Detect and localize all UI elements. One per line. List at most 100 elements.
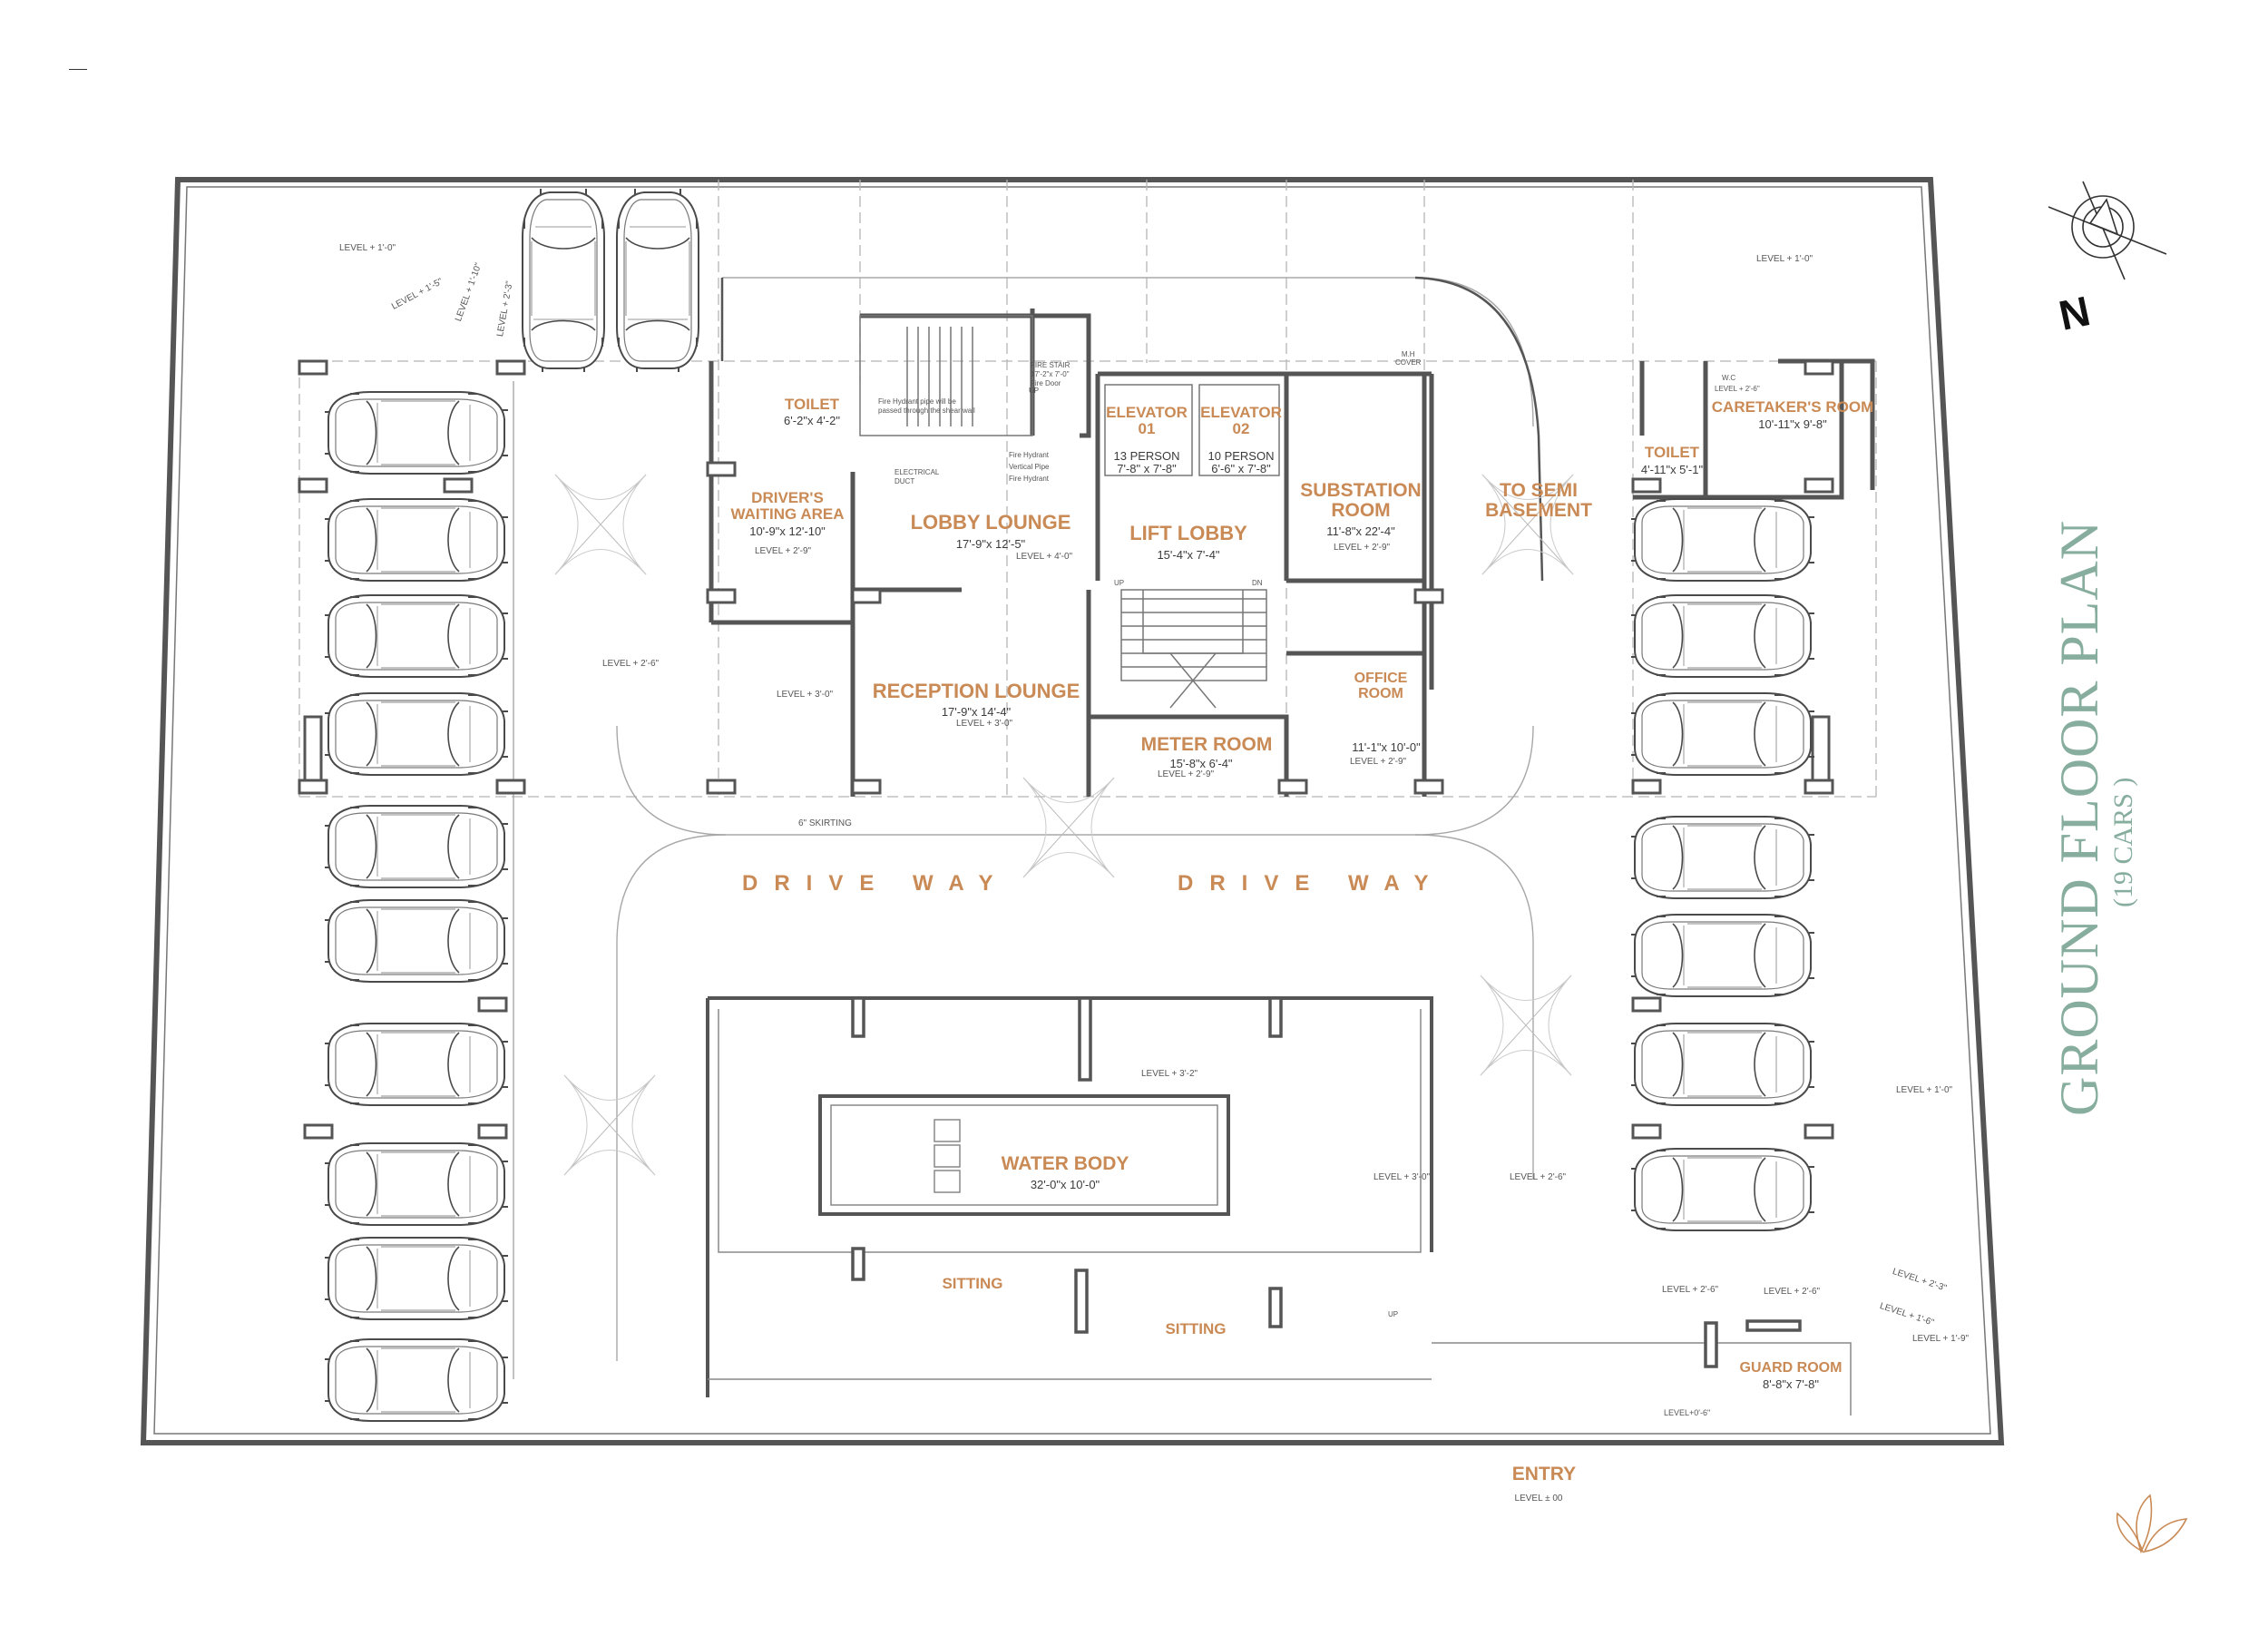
car-left-9 <box>324 1237 509 1320</box>
level-bottom-right-1: LEVEL + 2'-6" <box>1662 1285 1719 1295</box>
room-lift-lobby-dim: 15'-4"x 7'-4" <box>1157 548 1220 562</box>
room-toilet-1-dim: 6'-2"x 4'-2" <box>784 414 840 427</box>
car-left-10 <box>324 1338 509 1422</box>
room-substation: SUBSTATION ROOM <box>1300 480 1422 522</box>
room-reception-level: LEVEL + 3'-0" <box>956 719 1013 729</box>
car-right-4 <box>1630 816 1815 899</box>
car-right-7 <box>1630 1148 1815 1231</box>
car-top-1 <box>522 188 605 373</box>
car-right-1 <box>1630 498 1815 582</box>
room-elevator-02: ELEVATOR 02 <box>1200 404 1282 437</box>
note-fire-door: Fire Door <box>1031 379 1061 387</box>
car-left-5 <box>324 805 509 888</box>
room-office: OFFICE ROOM <box>1354 671 1408 701</box>
note-mh-cover: M.H COVER <box>1395 350 1422 367</box>
note-dn: DN <box>1252 579 1263 587</box>
garden-inner <box>708 1009 1852 1416</box>
room-guard-dim: 8'-8"x 7'-8" <box>1763 1377 1819 1391</box>
entry-level: LEVEL ± 00 <box>1514 1494 1563 1504</box>
car-left-6 <box>324 899 509 983</box>
level-far-right: LEVEL + 1'-0" <box>1896 1085 1953 1095</box>
room-drivers-dim: 10'-9"x 12'-10" <box>749 524 826 538</box>
note-fire-stair-dim: 17'-2"x 7'-0" <box>1031 370 1070 378</box>
stair-core <box>859 315 1280 709</box>
room-meter: METER ROOM <box>1140 734 1273 755</box>
car-left-2 <box>324 498 509 582</box>
boundary-walls-inner <box>153 186 1991 1435</box>
room-caretaker-dim: 10'-11"x 9'-8" <box>1758 417 1827 431</box>
note-up-1: UP <box>1029 387 1040 395</box>
note-up-3: UP <box>1388 1310 1399 1318</box>
car-top-2 <box>616 188 699 373</box>
room-caretaker-level: LEVEL + 2'-6" <box>1715 385 1760 393</box>
room-caretaker: CARETAKER'S ROOM <box>1711 398 1874 416</box>
sitting-area-1: SITTING <box>942 1275 1003 1292</box>
room-lift-lobby: LIFT LOBBY <box>1129 522 1247 544</box>
car-right-6 <box>1630 1023 1815 1106</box>
sitting-area-2: SITTING <box>1165 1320 1227 1337</box>
note-vertical-pipe: Fire Hydrant Vertical Pipe Fire Hydrant <box>1009 451 1050 483</box>
garden-pillars <box>851 996 1802 1368</box>
level-left-court: LEVEL + 3'-0" <box>777 690 834 700</box>
level-right-mid: LEVEL + 2'-6" <box>1510 1172 1567 1182</box>
entry-label: ENTRY <box>1511 1464 1577 1484</box>
room-lobby-level: LEVEL + 4'-0" <box>1016 552 1073 562</box>
note-fire-stair: FIRE STAIR <box>1031 361 1070 369</box>
corner-mark <box>69 69 87 70</box>
room-substation-dim: 11'-8"x 22'-4" <box>1326 524 1395 538</box>
room-toilet-2: TOILET <box>1644 444 1700 461</box>
leaf-logo-icon <box>2116 1494 2188 1554</box>
plan-title: GROUND FLOOR PLAN <box>2049 519 2109 1116</box>
room-guard: GUARD ROOM <box>1739 1360 1843 1376</box>
garden-block <box>706 996 1433 1397</box>
level-guard: LEVEL+0'-6" <box>1664 1408 1711 1417</box>
car-left-8 <box>324 1142 509 1226</box>
compass-icon <box>2048 181 2167 280</box>
level-garden-top: LEVEL + 3'-2" <box>1141 1069 1198 1079</box>
level-bottom-right-2: LEVEL + 2'-6" <box>1764 1287 1821 1297</box>
to-semi-basement-label: TO SEMI BASEMENT <box>1485 480 1592 522</box>
car-left-7 <box>324 1023 509 1106</box>
room-office-level: LEVEL + 2'-9" <box>1350 757 1407 767</box>
room-elevator-02-dim: 10 PERSON 6'-6" x 7'-8" <box>1207 449 1275 476</box>
room-toilet-2-dim: 4'-11"x 5'-1" <box>1640 463 1704 476</box>
room-lobby-lounge: LOBBY LOUNGE <box>910 511 1071 534</box>
note-up-2: UP <box>1114 579 1125 587</box>
car-right-5 <box>1630 914 1815 997</box>
note-wc: W.C <box>1722 374 1736 382</box>
car-right-2 <box>1630 594 1815 678</box>
room-drivers-waiting: DRIVER'S WAITING AREA <box>730 489 845 523</box>
boundary-walls <box>140 177 2005 1445</box>
driveway-curves <box>513 277 1534 1379</box>
car-left-1 <box>324 391 509 475</box>
water-body-dim: 32'-0"x 10'-0" <box>1030 1178 1100 1191</box>
room-lobby-dim: 17'-9"x 12'-5" <box>955 537 1026 551</box>
level-left-mid: LEVEL + 2'-6" <box>602 659 660 669</box>
room-meter-dim: 15'-8"x 6'-4" <box>1169 757 1233 770</box>
water-body: WATER BODY <box>1001 1153 1129 1174</box>
car-left-4 <box>324 692 509 776</box>
room-elevator-01: ELEVATOR 01 <box>1106 404 1188 437</box>
car-left-3 <box>324 594 509 678</box>
parked-cars <box>324 188 1815 1422</box>
plan-subtitle: (19 CARS ) <box>2108 777 2138 907</box>
note-hydrant: Fire Hydrant pipe will be passed through… <box>878 397 975 416</box>
room-meter-level: LEVEL + 2'-9" <box>1158 769 1215 779</box>
level-bottom-right-5: LEVEL + 1'-9" <box>1912 1334 1970 1344</box>
room-substation-level: LEVEL + 2'-9" <box>1334 543 1391 553</box>
driveway-label-2: DRIVE WAY <box>1178 871 1445 896</box>
ramp <box>720 276 1544 582</box>
car-right-3 <box>1630 692 1815 776</box>
level-garden-right: LEVEL + 3'-0" <box>1374 1172 1431 1182</box>
room-reception-dim: 17'-9"x 14'-4" <box>941 705 1012 719</box>
driveway-label-1: DRIVE WAY <box>742 871 1010 896</box>
note-electrical-duct: ELECTRICAL DUCT <box>894 468 940 486</box>
room-drivers-level: LEVEL + 2'-9" <box>755 546 812 556</box>
skirting-note: 6" SKIRTING <box>798 818 852 828</box>
level-top-left: LEVEL + 1'-0" <box>339 243 396 253</box>
room-elevator-01-dim: 13 PERSON 7'-8" x 7'-8" <box>1113 449 1180 476</box>
room-toilet-1: TOILET <box>784 396 840 413</box>
level-top-right: LEVEL + 1'-0" <box>1756 254 1813 264</box>
room-office-dim: 11'-1"x 10'-0" <box>1352 740 1421 754</box>
